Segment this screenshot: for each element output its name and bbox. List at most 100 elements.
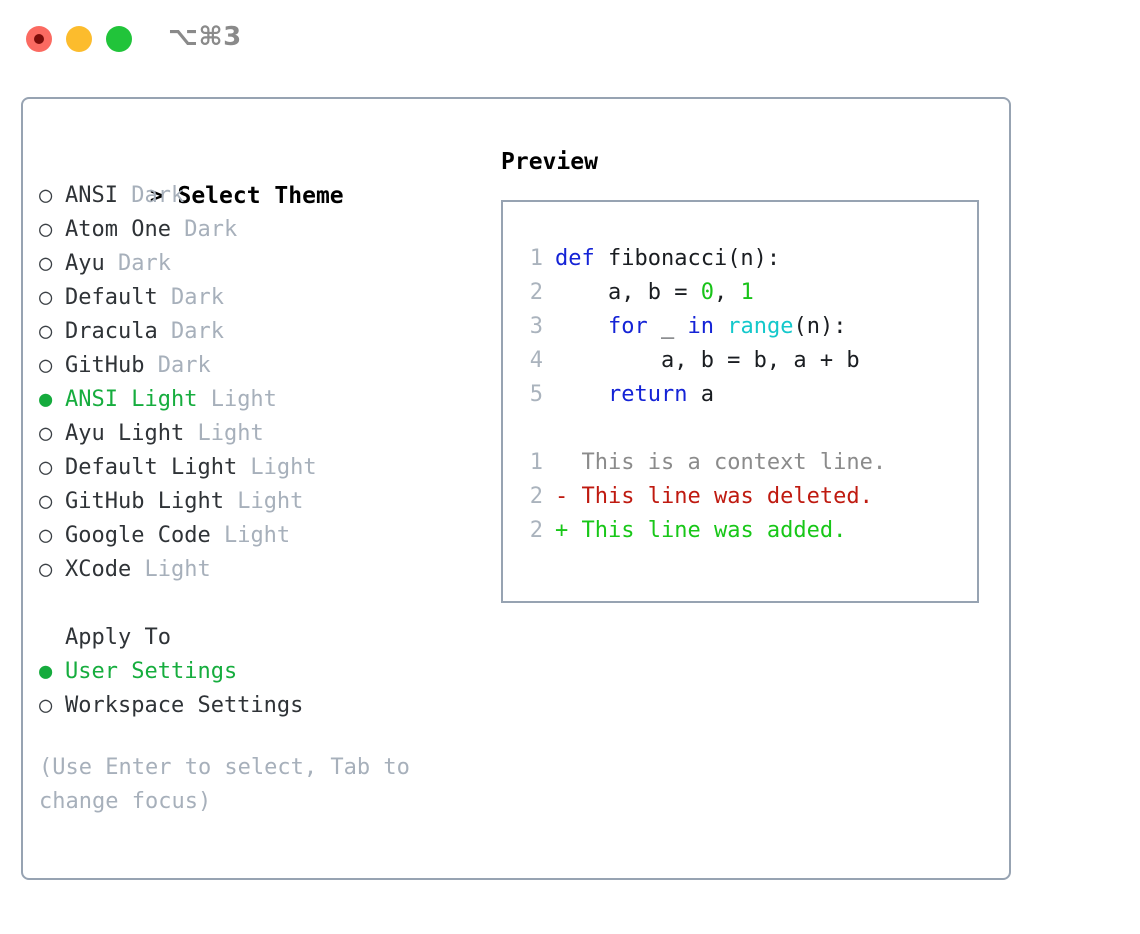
main-panel: > Select Theme ○ANSI Dark○Atom One Dark○…: [21, 97, 1011, 880]
code-line-number: 2: [529, 280, 543, 305]
apply-to-list: ● User Settings ○ Workspace Settings: [39, 655, 489, 723]
theme-list-item[interactable]: ○ GitHub Light Light: [39, 485, 489, 519]
code-line: 5 return a: [517, 378, 973, 412]
theme-list-item[interactable]: ○ Dracula Dark: [39, 315, 489, 349]
theme-kind-label: Dark: [144, 353, 211, 378]
theme-list-item[interactable]: ○ Google Code Light: [39, 519, 489, 553]
theme-kind-label: Light: [184, 421, 264, 446]
header-prompt-caret: >: [149, 183, 178, 209]
code-line: 1 def fibonacci(n):: [517, 242, 973, 276]
apply-to-label: User Settings: [65, 659, 238, 684]
apply-to-label: Workspace Settings: [65, 693, 304, 718]
code-token: range: [727, 314, 794, 339]
diff-marker: +: [555, 518, 582, 543]
theme-kind-label: Light: [210, 523, 291, 548]
theme-kind-label: Dark: [157, 285, 224, 310]
theme-kind-label: Dark: [157, 319, 224, 344]
code-token: _: [647, 314, 688, 339]
theme-list-item[interactable]: ○ Atom One Dark: [39, 213, 489, 247]
theme-list-item[interactable]: ○GitHub Dark: [39, 349, 489, 383]
radio-unselected-icon[interactable]: ○: [39, 693, 53, 718]
diff-marker: -: [555, 484, 582, 509]
theme-name-label: Default: [65, 285, 158, 310]
theme-kind-label: Light: [131, 557, 211, 582]
radio-unselected-icon[interactable]: ○: [39, 217, 53, 242]
diff-line-number: 2: [529, 484, 543, 509]
code-token: fibonacci(n):: [607, 246, 781, 271]
theme-list: ○ANSI Dark○Atom One Dark○Ayu Dark○Defaul…: [39, 179, 489, 587]
code-line-number: 1: [529, 246, 543, 271]
preview-title: Preview: [501, 149, 598, 175]
theme-name-label: Default Light: [65, 455, 238, 480]
radio-unselected-icon[interactable]: ○: [39, 455, 53, 480]
radio-unselected-icon[interactable]: ○: [39, 489, 53, 514]
theme-kind-label: Dark: [117, 183, 185, 208]
diff-marker: [555, 450, 582, 475]
theme-name-label: XCode: [65, 557, 132, 582]
theme-name-label: ANSI: [65, 183, 118, 208]
diff-sample: 1 This is a context line.2- This line wa…: [517, 446, 973, 548]
radio-unselected-icon[interactable]: ○: [39, 353, 53, 378]
theme-kind-label: Dark: [104, 251, 171, 276]
code-token: for: [607, 314, 648, 339]
radio-unselected-icon[interactable]: ○: [39, 557, 53, 582]
theme-kind-label: Light: [197, 387, 277, 412]
radio-unselected-icon[interactable]: ○: [39, 319, 53, 344]
code-token: 0: [700, 280, 714, 305]
code-line-number: 5: [529, 382, 543, 407]
code-token: a: [687, 382, 714, 407]
radio-unselected-icon[interactable]: ○: [39, 523, 53, 548]
radio-unselected-icon[interactable]: ○: [39, 285, 53, 310]
theme-list-item[interactable]: ○Ayu Dark: [39, 247, 489, 281]
code-token: in: [687, 314, 714, 339]
radio-unselected-icon[interactable]: ○: [39, 251, 53, 276]
diff-text: This line was deleted.: [581, 484, 873, 509]
radio-selected-icon[interactable]: ●: [39, 659, 53, 684]
header-title: Select Theme: [177, 183, 344, 209]
radio-selected-icon[interactable]: ●: [39, 387, 53, 412]
radio-unselected-icon[interactable]: ○: [39, 183, 53, 208]
diff-line: 1 This is a context line.: [517, 446, 973, 480]
theme-name-label: Google Code: [65, 523, 211, 548]
theme-list-item[interactable]: ○ Default Dark: [39, 281, 489, 315]
code-line-number: 4: [529, 348, 543, 373]
code-token: 1: [740, 280, 754, 305]
apply-to-option[interactable]: ● User Settings: [39, 655, 489, 689]
theme-list-item[interactable]: ○Default Light Light: [39, 451, 489, 485]
diff-line-number: 1: [529, 450, 543, 475]
code-token: def: [555, 246, 608, 271]
apply-to-option[interactable]: ○ Workspace Settings: [39, 689, 489, 723]
theme-name-label: ANSI Light: [65, 387, 198, 412]
minimize-window-button[interactable]: [66, 26, 92, 52]
code-token: [555, 314, 608, 339]
theme-name-label: Ayu Light: [65, 421, 185, 446]
maximize-window-button[interactable]: [106, 26, 132, 52]
diff-line: 2- This line was deleted.: [517, 480, 973, 514]
theme-name-label: Dracula: [65, 319, 158, 344]
code-line: 2 a, b = 0, 1: [517, 276, 973, 310]
code-token: ,: [713, 280, 741, 305]
theme-selector-header: > Select Theme: [39, 145, 489, 209]
apply-to-header: Apply To: [65, 625, 171, 650]
radio-unselected-icon[interactable]: ○: [39, 421, 53, 446]
recording-indicator-icon: [34, 34, 44, 44]
theme-kind-label: Light: [223, 489, 304, 514]
code-line-number: 3: [529, 314, 543, 339]
code-token: a, b =: [555, 280, 701, 305]
theme-name-label: Atom One: [65, 217, 171, 242]
theme-list-item[interactable]: ○ XCode Light: [39, 553, 489, 587]
theme-list-item[interactable]: ○ Ayu Light Light: [39, 417, 489, 451]
list-spacer: [39, 587, 489, 621]
theme-name-label: GitHub Light: [65, 489, 224, 514]
theme-kind-label: Dark: [170, 217, 238, 242]
diff-text: This is a context line.: [581, 450, 887, 475]
code-token: return: [607, 382, 688, 407]
code-token: a, b = b, a + b: [555, 348, 860, 373]
code-line: 3 for _ in range(n):: [517, 310, 973, 344]
code-line: 4 a, b = b, a + b: [517, 344, 973, 378]
theme-list-item[interactable]: ● ANSI Light Light: [39, 383, 489, 417]
theme-list-item[interactable]: ○ ANSI Dark: [39, 179, 489, 213]
